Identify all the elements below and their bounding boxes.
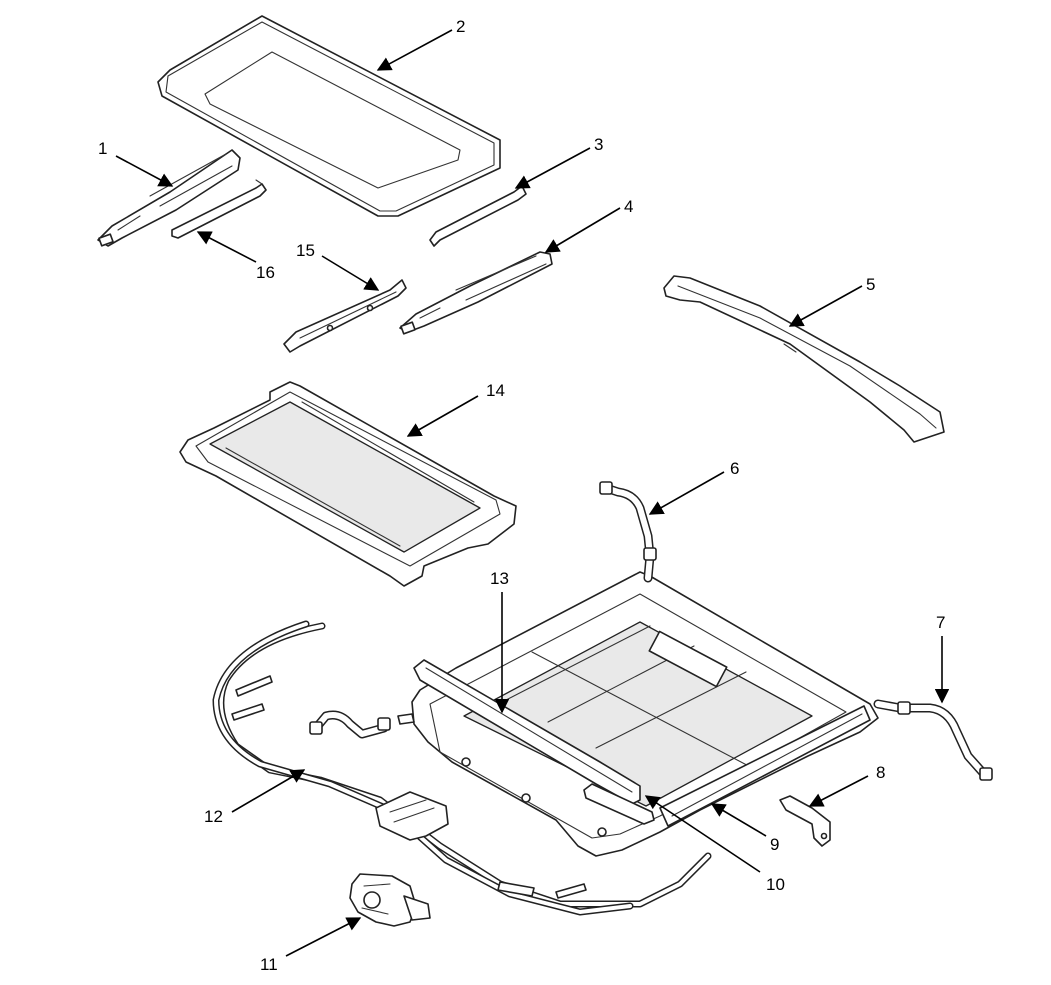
cable-guide-block (375, 791, 449, 841)
left-guide-rail (97, 149, 241, 247)
leader-11 (285, 917, 362, 957)
rear-drain-hose (873, 699, 993, 781)
callout-5: 5 (866, 275, 875, 294)
mounting-bracket (779, 795, 831, 847)
leader-16 (196, 231, 257, 263)
leader-4 (544, 207, 621, 253)
callout-11: 11 (260, 955, 278, 974)
leader-10 (644, 795, 761, 873)
callout-13: 13 (490, 569, 509, 588)
callout-1: 1 (98, 139, 107, 158)
front-deflector-bar (413, 659, 641, 805)
sunshade (179, 381, 517, 587)
callout-3: 3 (594, 135, 603, 154)
right-guide-rail (399, 251, 553, 335)
leader-15 (321, 255, 380, 291)
leader-5 (788, 285, 863, 327)
leader-3 (514, 147, 591, 189)
sunroof-motor (349, 873, 431, 927)
glass-panel (157, 15, 501, 217)
leader-2 (376, 29, 453, 71)
callout-14: 14 (486, 381, 505, 400)
callout-leaders (115, 29, 950, 957)
callout-labels: 1 2 3 4 5 6 7 8 9 10 11 12 13 14 15 16 (98, 17, 945, 974)
front-drain-hose (599, 481, 657, 583)
left-drain-hose (309, 710, 415, 739)
left-seal-strip (171, 179, 267, 239)
callout-15: 15 (296, 241, 315, 260)
callout-10: 10 (766, 875, 785, 894)
callout-16: 16 (256, 263, 275, 282)
callout-2: 2 (456, 17, 465, 36)
deflector-link (283, 279, 407, 353)
callout-9: 9 (770, 835, 779, 854)
sunroof-frame (411, 571, 879, 857)
callout-6: 6 (730, 459, 739, 478)
leader-1 (115, 155, 174, 187)
leader-14 (406, 395, 479, 437)
frame-slider (583, 783, 655, 825)
callout-12: 12 (204, 807, 223, 826)
callout-8: 8 (876, 763, 885, 782)
rear-cross-bar (663, 275, 945, 443)
callout-7: 7 (936, 613, 945, 632)
leader-8 (808, 775, 869, 807)
leader-6 (648, 471, 725, 515)
callout-4: 4 (624, 197, 633, 216)
leader-12 (231, 769, 306, 813)
leader-9 (710, 803, 767, 837)
right-seal-strip (429, 185, 527, 247)
